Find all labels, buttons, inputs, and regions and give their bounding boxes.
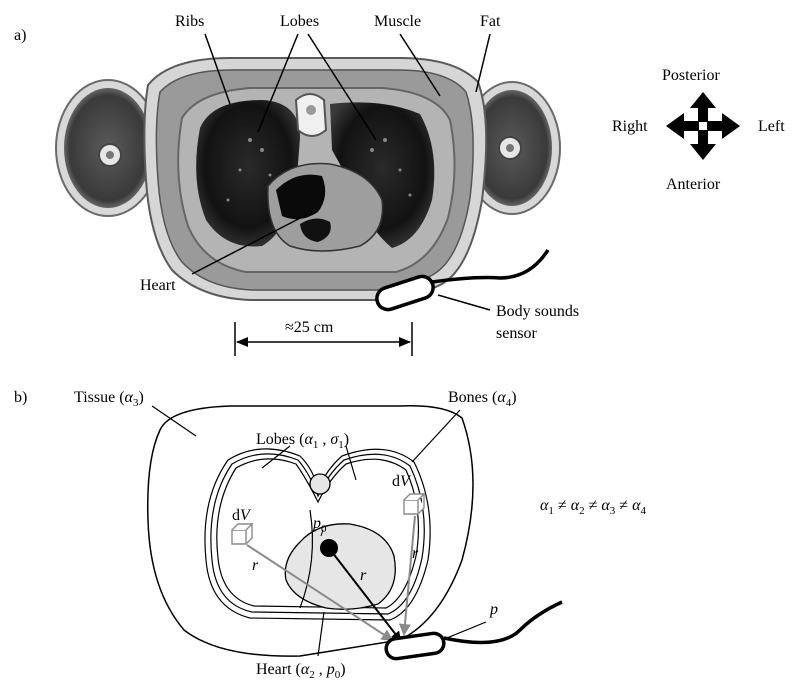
panel-b-label: b)	[14, 389, 27, 406]
ribs-label: Ribs	[175, 13, 204, 30]
orientation-compass	[666, 92, 740, 160]
r-label-left: r	[252, 557, 259, 574]
panel-a-label: a)	[14, 27, 26, 44]
p-label: p	[489, 601, 498, 618]
lobes-label-a: Lobes	[280, 13, 319, 30]
r-label-right: r	[412, 545, 419, 562]
volume-label-left: dV	[232, 507, 252, 524]
sensor-label-line1: Body sounds	[496, 303, 579, 320]
right-label: Right	[612, 118, 648, 135]
left-label: Left	[758, 118, 785, 135]
spine-circle	[310, 474, 330, 494]
anterior-label: Anterior	[666, 176, 721, 193]
volume-element-left	[232, 524, 252, 544]
scale-label: ≈25 cm	[285, 319, 334, 336]
volume-element-right	[404, 494, 424, 514]
ct-cross-section	[56, 58, 560, 300]
bones-label: Bones (α4)	[448, 389, 517, 409]
posterior-label: Posterior	[662, 67, 720, 84]
tissue-label: Tissue (α3)	[74, 389, 144, 409]
heart-label-a: Heart	[140, 277, 176, 294]
r-label-heart: r	[360, 567, 367, 584]
inequality-formula: α1 ≠ α2 ≠ α3 ≠ α4	[540, 497, 646, 518]
heart-source-point	[320, 539, 338, 557]
heart-label-b: Heart (α2 , p0)	[256, 661, 346, 681]
fat-label: Fat	[480, 13, 501, 30]
volume-label-right: dV	[392, 473, 412, 490]
muscle-label: Muscle	[374, 13, 421, 30]
sensor-label-line2: sensor	[496, 325, 538, 342]
